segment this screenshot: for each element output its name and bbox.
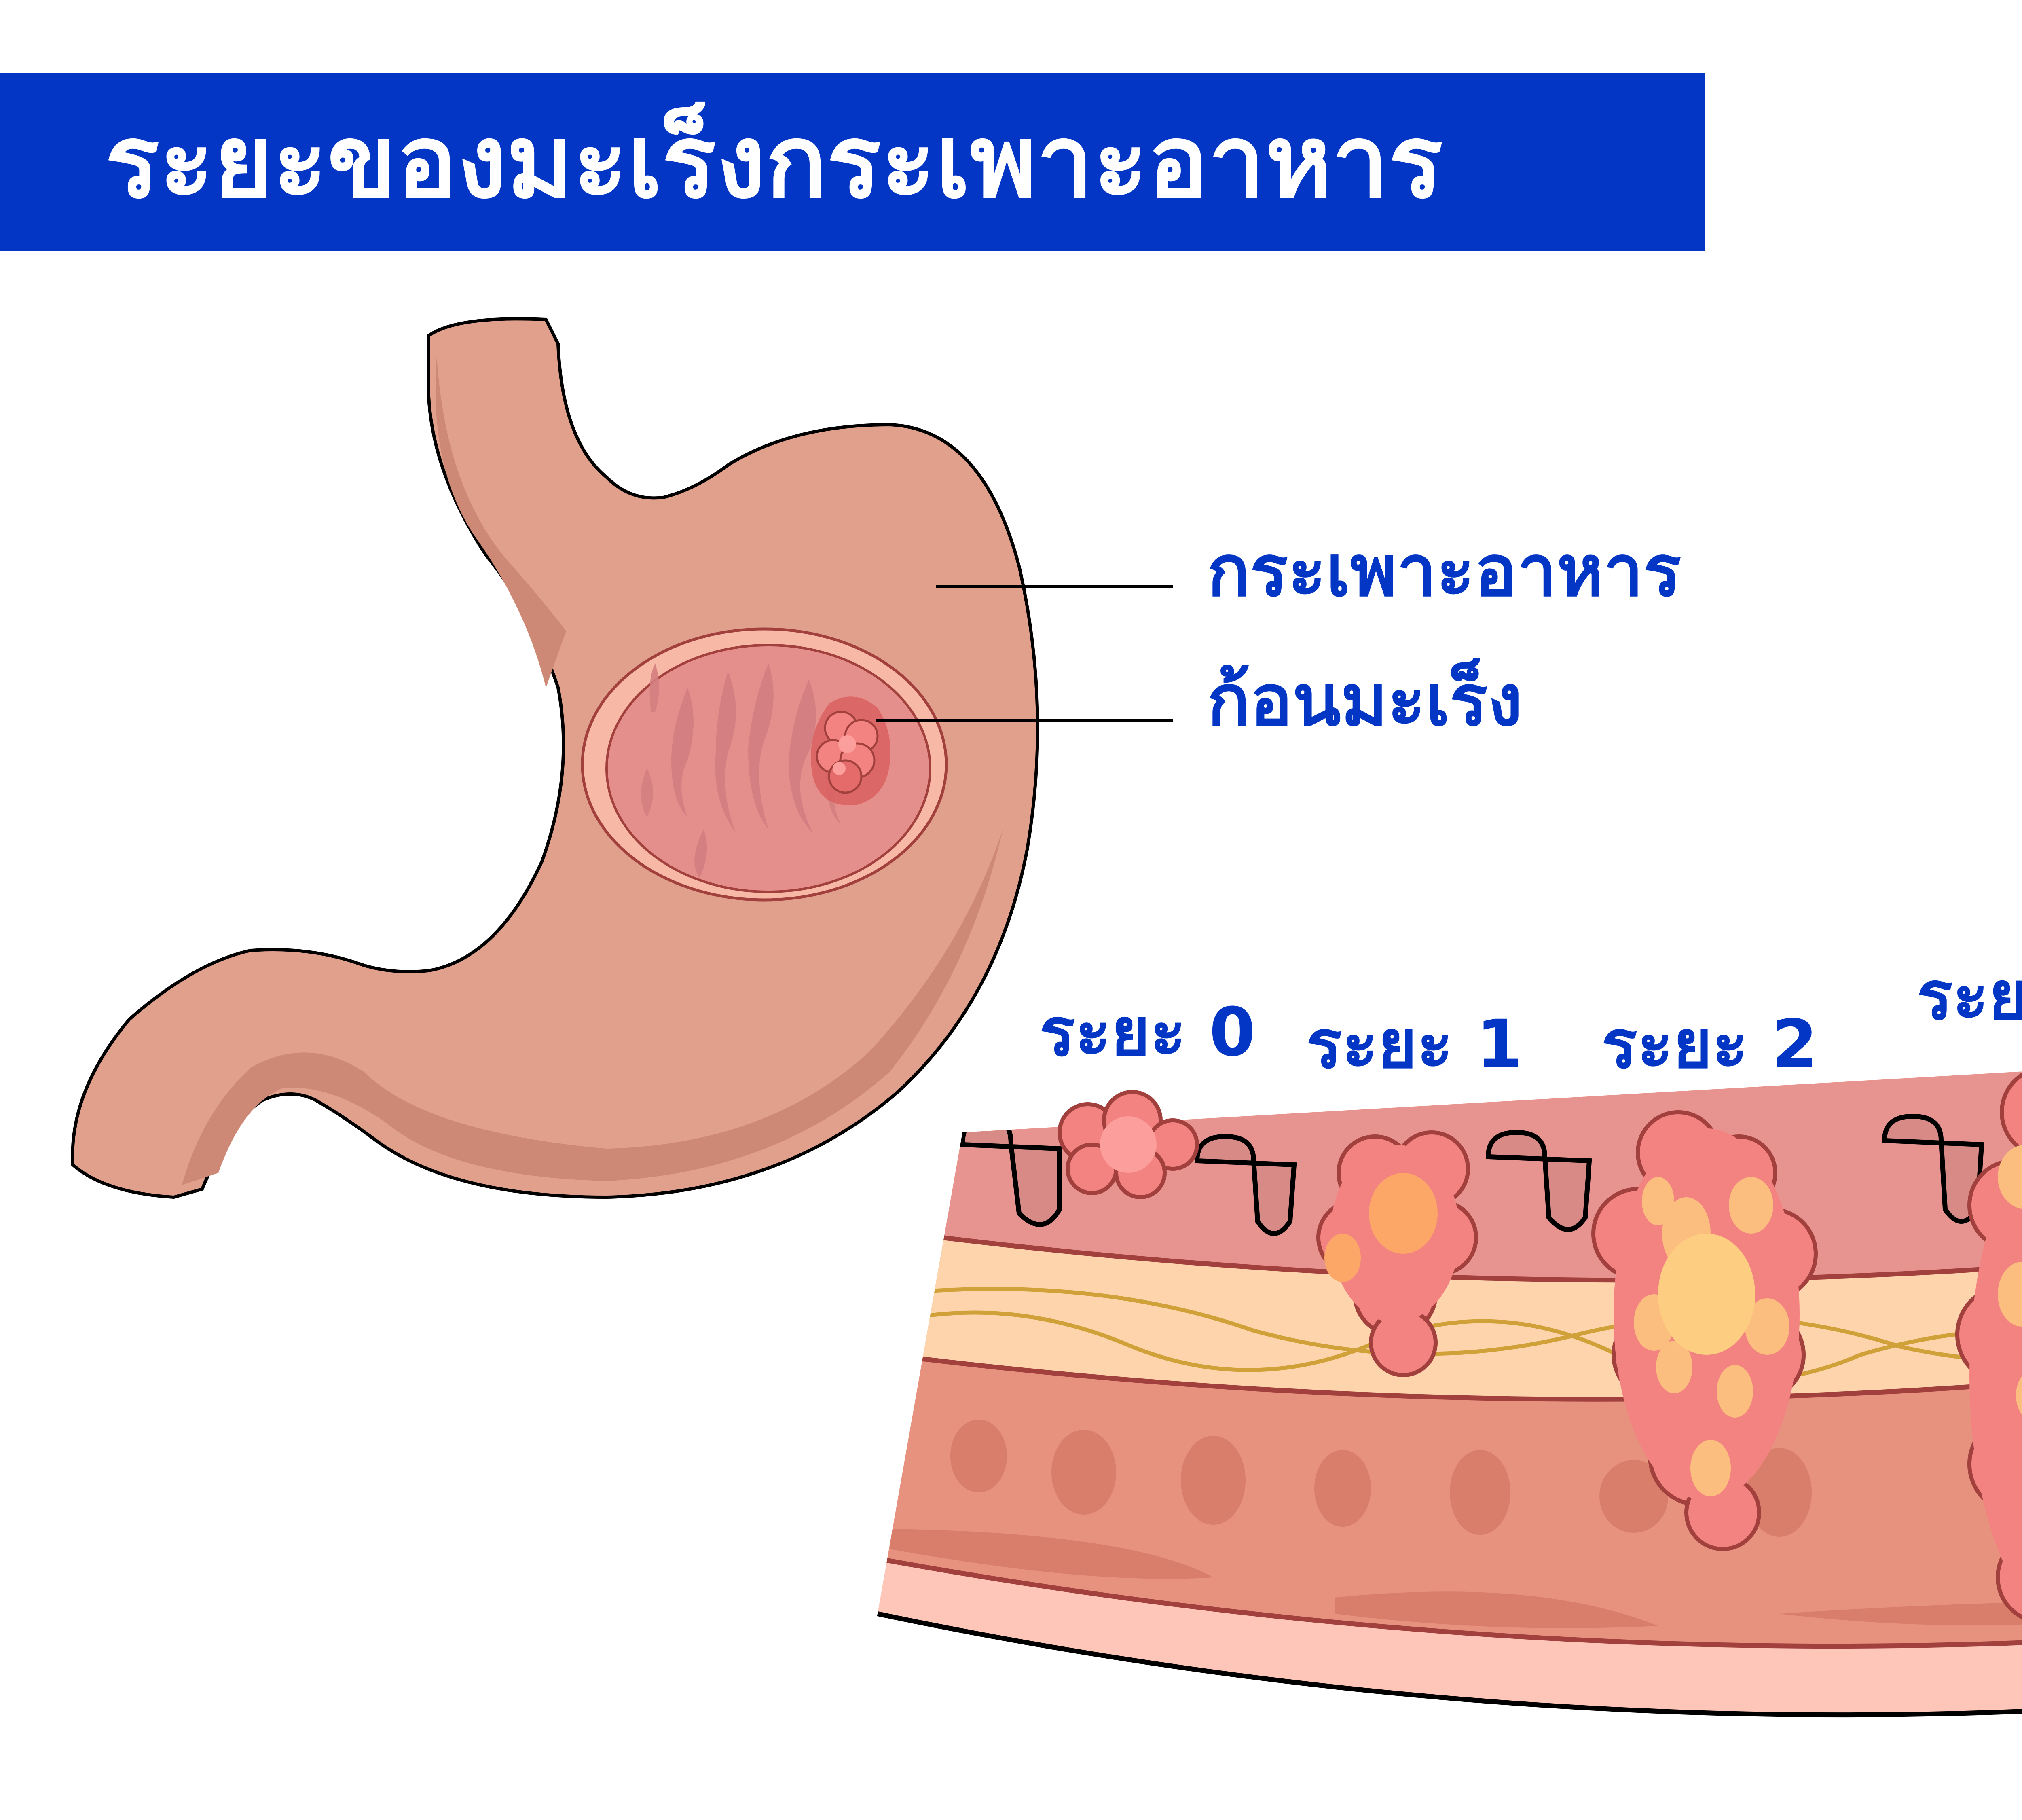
tumor-on-stomach bbox=[811, 696, 890, 806]
tumor-stage-0 bbox=[1058, 1090, 1199, 1199]
page-title: ระยะของมะเร็งกระเพาะอาหาร bbox=[105, 103, 1443, 220]
tumor-stage-3 bbox=[1955, 1072, 2022, 1619]
stomach-label: กระเพาะอาหาร bbox=[1207, 530, 1681, 612]
stage-0-label: ระยะ 0 bbox=[1039, 993, 1256, 1071]
tumor-stage-1 bbox=[1316, 1130, 1478, 1377]
tumor-label: ก้อนมะเร็ง bbox=[1207, 660, 1523, 742]
stage-2-label: ระยะ 2 bbox=[1601, 1005, 1818, 1083]
stomach-icon bbox=[71, 317, 1173, 1199]
title-banner: ระยะของมะเร็งกระเพาะอาหาร bbox=[0, 73, 1705, 251]
stage-1-label: ระยะ 1 bbox=[1306, 1005, 1523, 1083]
tumor-stage-2 bbox=[1591, 1110, 1818, 1551]
stage-3-label: ระยะ 3 bbox=[1917, 957, 2022, 1035]
